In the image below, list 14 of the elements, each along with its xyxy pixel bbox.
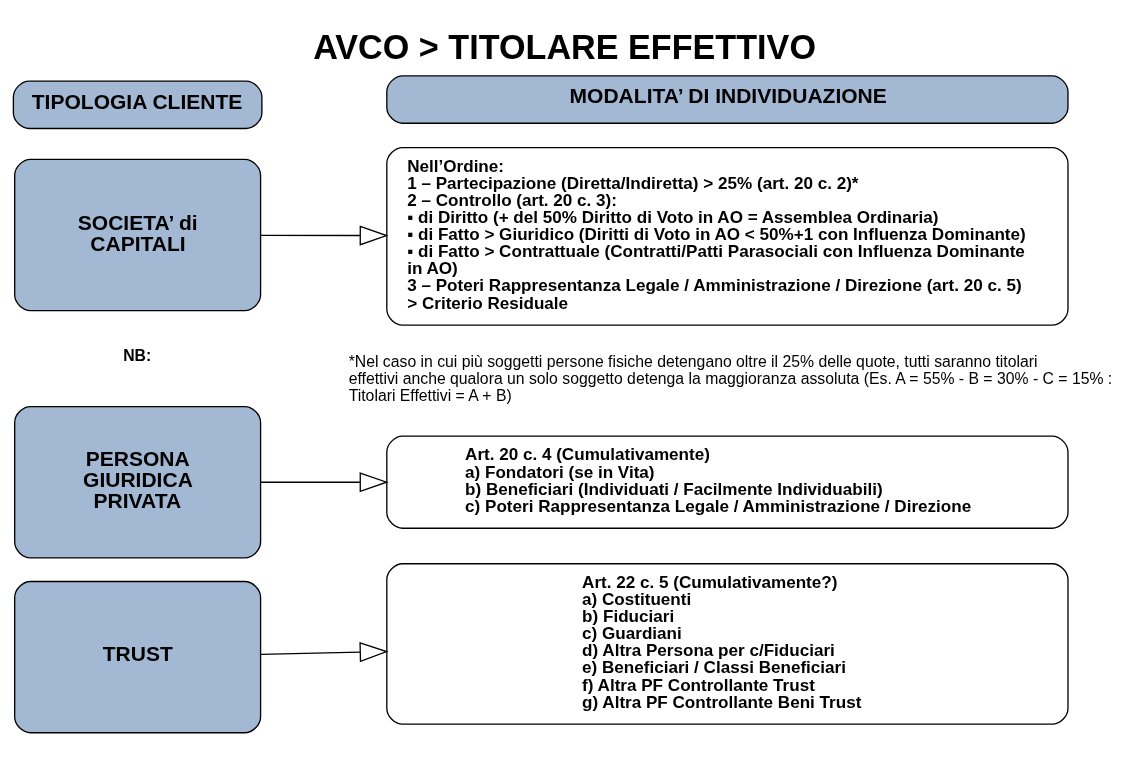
label: *Nel caso in cui più soggetti persone fisiche detengano oltre il 25% delle quote, tutti saranno titolari effettivi anche qualora un solo soggetto detenga la maggioranza assoluta (Es. A = 55% - B = 30% - C = 15% : Titolari Effettivi = A + B) bbox=[348, 352, 1113, 404]
arrow bbox=[259, 225, 389, 246]
node-box: PERSONA GIURIDICA PRIVATA bbox=[14, 405, 262, 559]
arrow bbox=[259, 472, 389, 493]
node-box: TRUST bbox=[14, 580, 262, 734]
node-box: MODALITA’ DI INDIVIDUAZIONE bbox=[386, 75, 1069, 124]
arrow bbox=[259, 642, 389, 663]
label: NB: bbox=[123, 347, 152, 365]
diagram-title: AVCO > TITOLARE EFFETTIVO bbox=[313, 27, 816, 66]
node-box: SOCIETA’ di CAPITALI bbox=[14, 158, 262, 312]
node-box: TIPOLOGIA CLIENTE bbox=[12, 80, 263, 130]
node-box: Art. 22 c. 5 (Cumulativamente?) a) Costituenti b) Fiduciari c) Guardiani d) Altra Persona per c/Fiduciari e) Beneficiari / Classi Beneficiari f) Altra PF Controllante Trust g) Altra PF Controllante Beni Trust bbox=[386, 563, 1069, 725]
node-box: Art. 20 c. 4 (Cumulativamente) a) Fondatori (se in Vita) b) Beneficiari (Individuati / Facilmente Individuabili) c) Poteri Rappresentanza Legale / Amministrazione / Direzione bbox=[386, 435, 1069, 529]
node-box: Nell’Ordine: 1 – Partecipazione (Diretta/Indiretta) > 25% (art. 20 c. 2)* 2 – Controllo (art. 20 c. 3): ▪ di Diritto (+ del 50% Diritto di Voto in AO = Assemblea Ordinaria) ▪ di Fatto > Giuridico (Diritti di Voto in AO < 50%+1 con Influenza Dominante) ▪ di Fatto > Contrattuale (Contratti/Patti Parasociali con Influenza Dominante in AO) 3 – Poteri Rappresentanza Legale / Amministrazione / Direzione (art. 20 c. 5) > Criterio Residuale bbox=[386, 146, 1069, 326]
